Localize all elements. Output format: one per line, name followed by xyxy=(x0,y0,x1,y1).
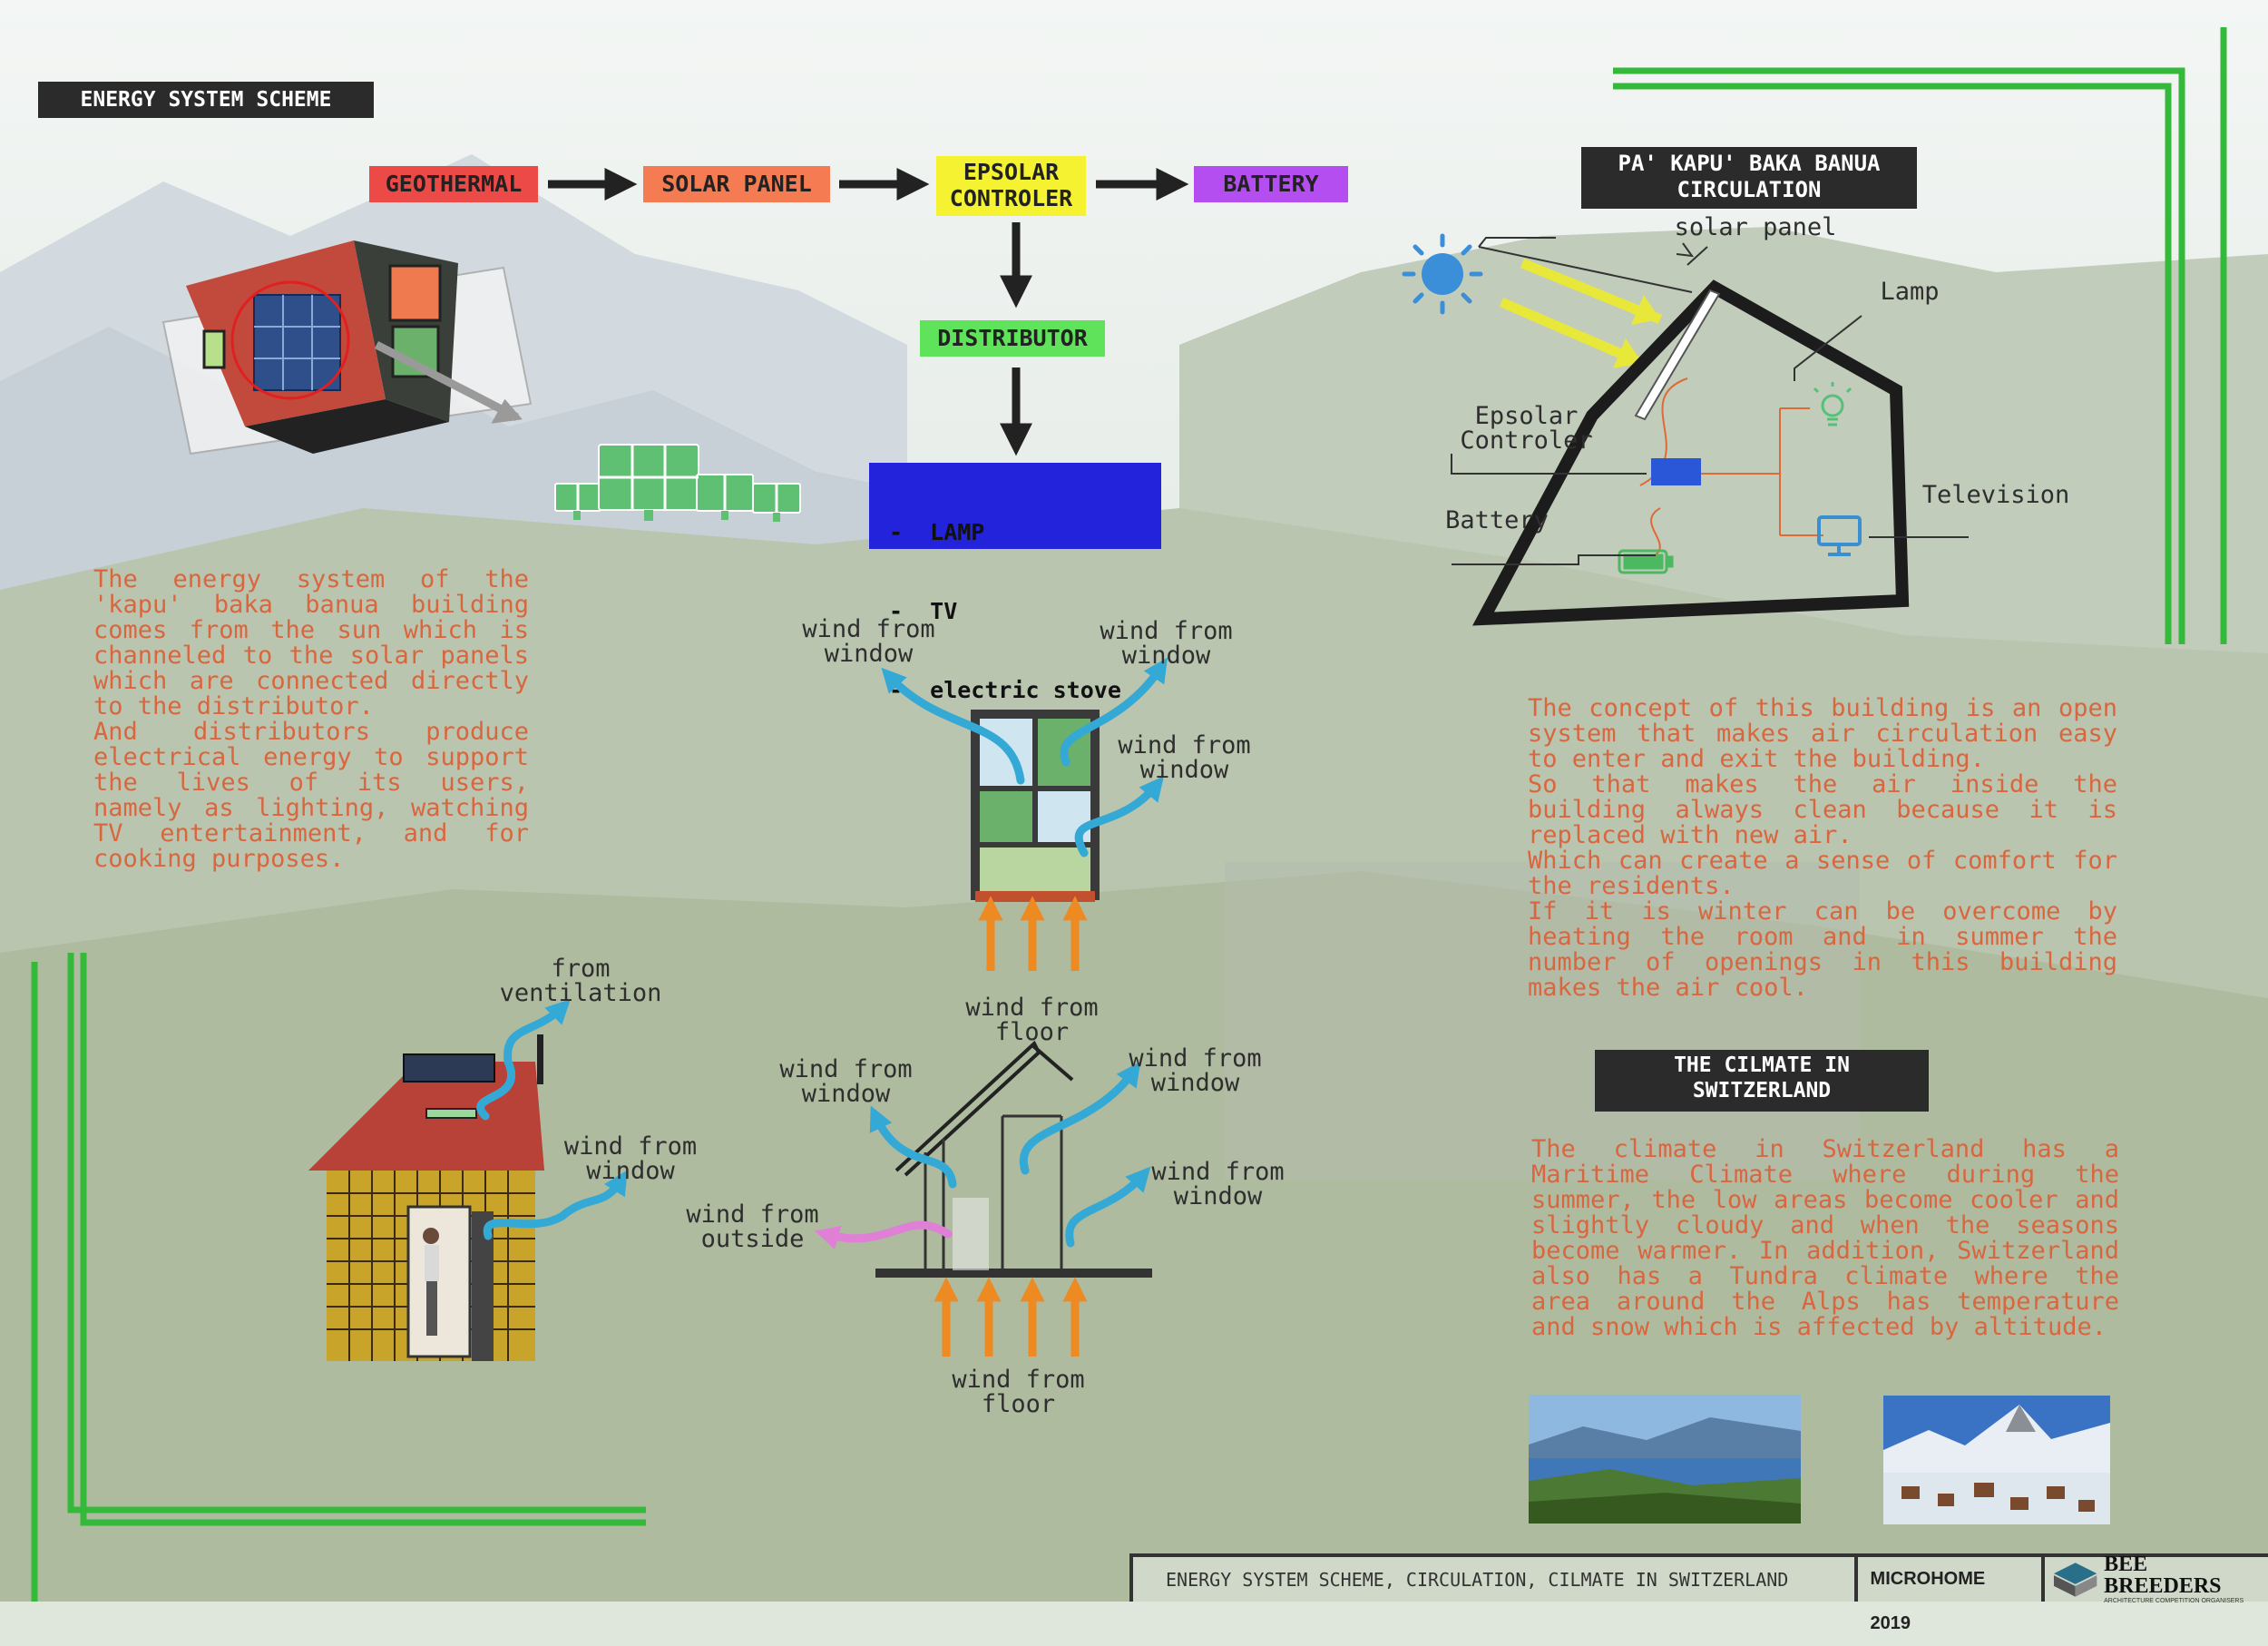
circulation-title-line-1: PA' KAPU' BAKA BANUA xyxy=(1618,151,1881,176)
wind-label-section-right: wind from window xyxy=(1116,1046,1275,1095)
section-title-climate: THE CILMATE IN SWITZERLAND xyxy=(1595,1050,1929,1112)
wind-label-section-mid: wind from window xyxy=(1139,1160,1297,1209)
wind-label-front-mid: wind from window xyxy=(1105,733,1264,782)
circulation-title-line-2: CIRCULATION xyxy=(1677,176,1822,202)
sec-outside-line-1: wind from xyxy=(686,1200,819,1229)
wind-front-left-line-1: wind from xyxy=(802,615,935,643)
wind-label-front-floor: wind from floor xyxy=(953,995,1111,1044)
sec-floor-line-1: wind from xyxy=(952,1366,1085,1394)
label-television: Television xyxy=(1921,481,2070,509)
energy-paragraph-1: The energy system of the 'kapu' baka ban… xyxy=(93,565,529,720)
section-wind-diagram xyxy=(814,1040,1152,1357)
flow-box-loads: - LAMP - TV - electric stove xyxy=(869,463,1161,703)
wind-label-front-right: wind from window xyxy=(1087,619,1246,668)
sec-right-line-2: window xyxy=(1150,1069,1240,1097)
wind-front-mid-line-1: wind from xyxy=(1118,731,1251,759)
concept-paragraph-2: So that makes the air inside the buildin… xyxy=(1528,770,2117,849)
house-vent-line-1: from xyxy=(551,955,611,983)
wind-label-section-outside: wind from outside xyxy=(673,1202,832,1251)
energy-paragraph-2: And distributors produce electrical ener… xyxy=(93,718,529,873)
sec-outside-line-2: outside xyxy=(700,1225,805,1253)
wind-label-section-left: wind from window xyxy=(767,1057,925,1106)
concept-paragraph-3: Which can create a sense of comfort for … xyxy=(1528,847,2117,900)
footer-brand: BEE BREEDERS ARCHITECTURE COMPETITION OR… xyxy=(2040,1553,2268,1604)
house-vent-line-2: ventilation xyxy=(499,979,662,1007)
wind-label-front-left: wind from window xyxy=(789,617,948,666)
concept-paragraph-4: If it is winter can be overcome by heati… xyxy=(1528,897,2117,1002)
flow-box-battery: BATTERY xyxy=(1194,166,1348,202)
green-frame-lines xyxy=(31,27,2227,1602)
house-window-line-1: wind from xyxy=(563,1132,698,1161)
wind-front-right-line-1: wind from xyxy=(1100,617,1233,645)
load-lamp: - LAMP xyxy=(889,519,985,545)
wind-front-left-line-2: window xyxy=(824,640,914,668)
wind-front-mid-line-2: window xyxy=(1139,756,1229,784)
cabin-solar-illustration xyxy=(161,240,533,456)
sec-left-line-1: wind from xyxy=(779,1055,913,1083)
house-window-line-2: window xyxy=(586,1157,675,1185)
television-icon xyxy=(1817,515,1862,556)
wind-front-right-line-2: window xyxy=(1121,642,1211,670)
wind-front-floor-line-1: wind from xyxy=(965,994,1099,1022)
label-lamp: Lamp xyxy=(1880,278,1940,306)
lamp-icon xyxy=(1813,382,1853,426)
load-tv: - TV xyxy=(889,598,958,624)
flow-box-distributor: DISTRIBUTOR xyxy=(920,320,1105,357)
sec-mid-line-1: wind from xyxy=(1151,1158,1285,1186)
climate-description: The climate in Switzerland has a Maritim… xyxy=(1531,1135,2119,1341)
battery-icon xyxy=(1618,549,1674,574)
sec-left-line-2: window xyxy=(801,1080,891,1108)
epsolar-controler-icon xyxy=(1651,458,1701,485)
wind-front-floor-line-2: floor xyxy=(994,1018,1070,1046)
sec-right-line-1: wind from xyxy=(1129,1044,1262,1073)
flow-box-epsolar-controler: EPSOLAR CONTROLER xyxy=(936,156,1086,216)
epsolar-label-line-2: Controler xyxy=(1460,426,1593,455)
circulation-floorplan-diagram xyxy=(1402,233,1969,626)
climate-title-line-1: THE CILMATE IN xyxy=(1674,1053,1850,1077)
wind-label-section-floor: wind from floor xyxy=(939,1367,1098,1416)
flow-box-solar-panel: SOLAR PANEL xyxy=(643,166,830,202)
footer-bar: ENERGY SYSTEM SCHEME, CIRCULATION, CILMA… xyxy=(1129,1553,2268,1633)
section-title-energy: ENERGY SYSTEM SCHEME xyxy=(38,82,374,118)
wind-label-house-window: wind from window xyxy=(549,1134,712,1183)
climate-title-line-2: SWITZERLAND xyxy=(1692,1078,1832,1102)
alpine-village-photo xyxy=(1883,1396,2110,1524)
epsolar-line-1: EPSOLAR xyxy=(963,159,1060,186)
label-solar-panel: solar panel xyxy=(1674,213,1837,241)
epsolar-line-2: CONTROLER xyxy=(949,185,1073,211)
energy-system-description: The energy system of the 'kapu' baka ban… xyxy=(93,567,529,872)
flow-arrows xyxy=(548,168,1189,456)
footer-competition: MICROHOME 2019 xyxy=(1853,1557,2041,1633)
bee-breeders-logo-icon xyxy=(2053,1562,2097,1597)
sec-mid-line-2: window xyxy=(1173,1182,1263,1210)
cabin-exterior-wind-diagram xyxy=(308,999,628,1361)
footer-brand-name: BEE BREEDERS xyxy=(2104,1553,2222,1598)
concept-paragraph-1: The concept of this building is an open … xyxy=(1528,694,2117,773)
circulation-concept-description: The concept of this building is an open … xyxy=(1528,696,2117,1001)
label-epsolar-controler: Epsolar Controler xyxy=(1442,404,1610,453)
front-elevation-wind-diagram xyxy=(881,657,1168,971)
epsolar-label-line-1: Epsolar xyxy=(1474,402,1579,430)
flow-box-geothermal: GEOTHERMAL xyxy=(369,166,538,202)
section-title-circulation: PA' KAPU' BAKA BANUA CIRCULATION xyxy=(1581,147,1917,209)
footer-caption: ENERGY SYSTEM SCHEME, CIRCULATION, CILMA… xyxy=(1166,1568,1789,1591)
wind-label-house-ventilation: from ventilation xyxy=(481,956,680,1005)
sec-floor-line-2: floor xyxy=(981,1390,1056,1418)
lake-landscape-photo xyxy=(1529,1395,1801,1524)
label-battery: Battery xyxy=(1445,506,1549,534)
solar-panels-icon xyxy=(554,444,801,522)
sun-icon xyxy=(1402,233,1483,315)
